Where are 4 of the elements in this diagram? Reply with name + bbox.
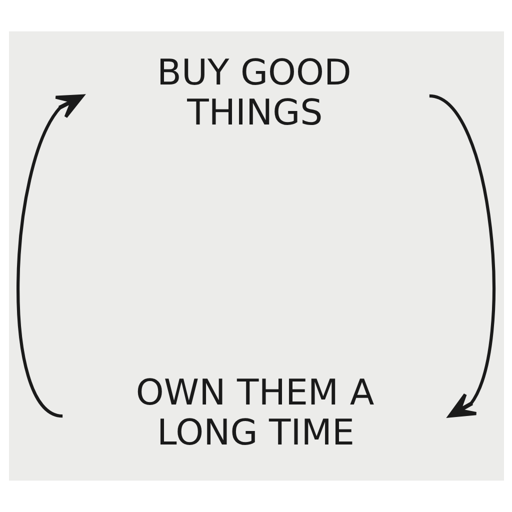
node-text: BUY GOOD THINGS xyxy=(156,52,351,134)
arrow xyxy=(428,94,495,418)
arrow xyxy=(16,94,84,418)
node-text: OWN THEM A LONG TIME xyxy=(135,372,374,454)
